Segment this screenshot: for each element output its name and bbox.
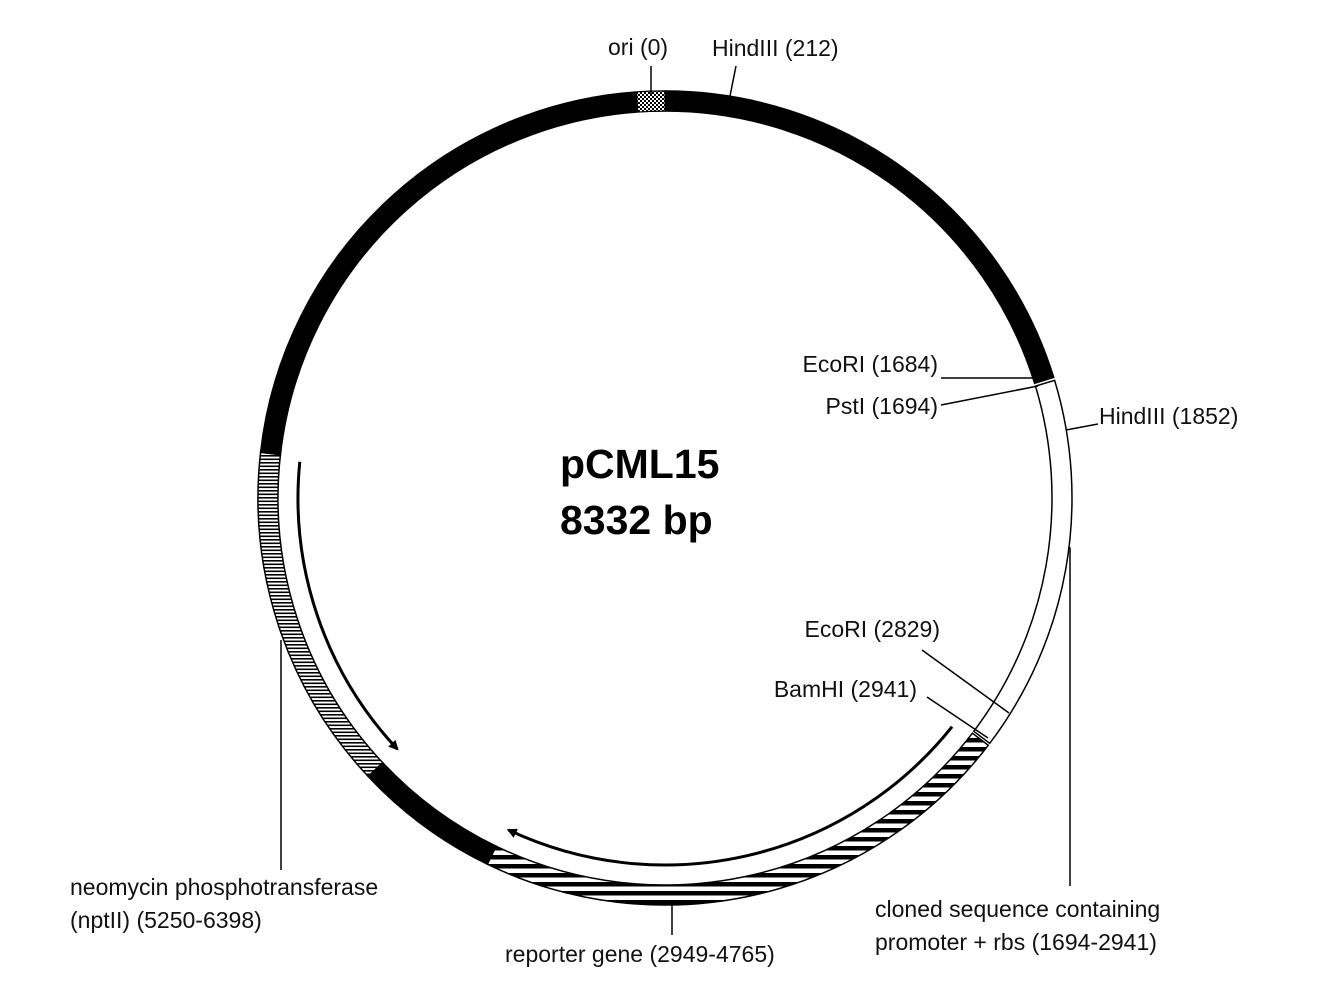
- nptii-label-line2: (nptII) (5250-6398): [70, 907, 262, 933]
- plasmid-size: 8332 bp: [560, 497, 713, 543]
- feature-backbone2: [367, 761, 498, 866]
- psti-1694-label: PstI (1694): [826, 393, 939, 419]
- feature-backbone3: [259, 90, 666, 456]
- ecori-2829-label: EcoRI (2829): [804, 616, 940, 642]
- feature-reporter: [486, 732, 990, 906]
- ori-marker: [635, 90, 666, 113]
- ecori-2829-leader-line: [921, 649, 1010, 714]
- label-leader-lines: [280, 65, 1099, 935]
- hindiii-212-leader-line: [729, 65, 737, 97]
- orientation-arrows: [296, 461, 954, 867]
- nptII-arrow: [296, 461, 399, 751]
- cloned-label-line2: promoter + rbs (1694-2941): [875, 929, 1157, 955]
- ecori-1684-label: EcoRI (1684): [802, 351, 938, 377]
- hindiii-1852-label: HindIII (1852): [1099, 403, 1238, 429]
- hindiii-212-label: HindIII (212): [712, 35, 839, 61]
- reporter-label: reporter gene (2949-4765): [505, 941, 775, 967]
- bamhi-2941-label: BamHI (2941): [774, 676, 917, 702]
- ori-box: [635, 90, 666, 113]
- feature-cloned: [972, 379, 1073, 745]
- nptii-label-line1: neomycin phosphotransferase: [70, 874, 378, 900]
- feature-backbone: [664, 90, 1055, 385]
- cloned-label-line1: cloned sequence containing: [875, 896, 1160, 922]
- psti-1694-leader-line: [940, 385, 1039, 406]
- bamhi-2941-leader-line: [926, 696, 989, 739]
- feature-nptII: [257, 451, 384, 778]
- plasmid-name: pCML15: [560, 441, 719, 487]
- cloned-leader-line: [1068, 547, 1071, 886]
- hindiii-1852-leader-line: [1065, 423, 1099, 431]
- ori-label: ori (0): [608, 34, 668, 60]
- reporter-arrow: [506, 725, 954, 867]
